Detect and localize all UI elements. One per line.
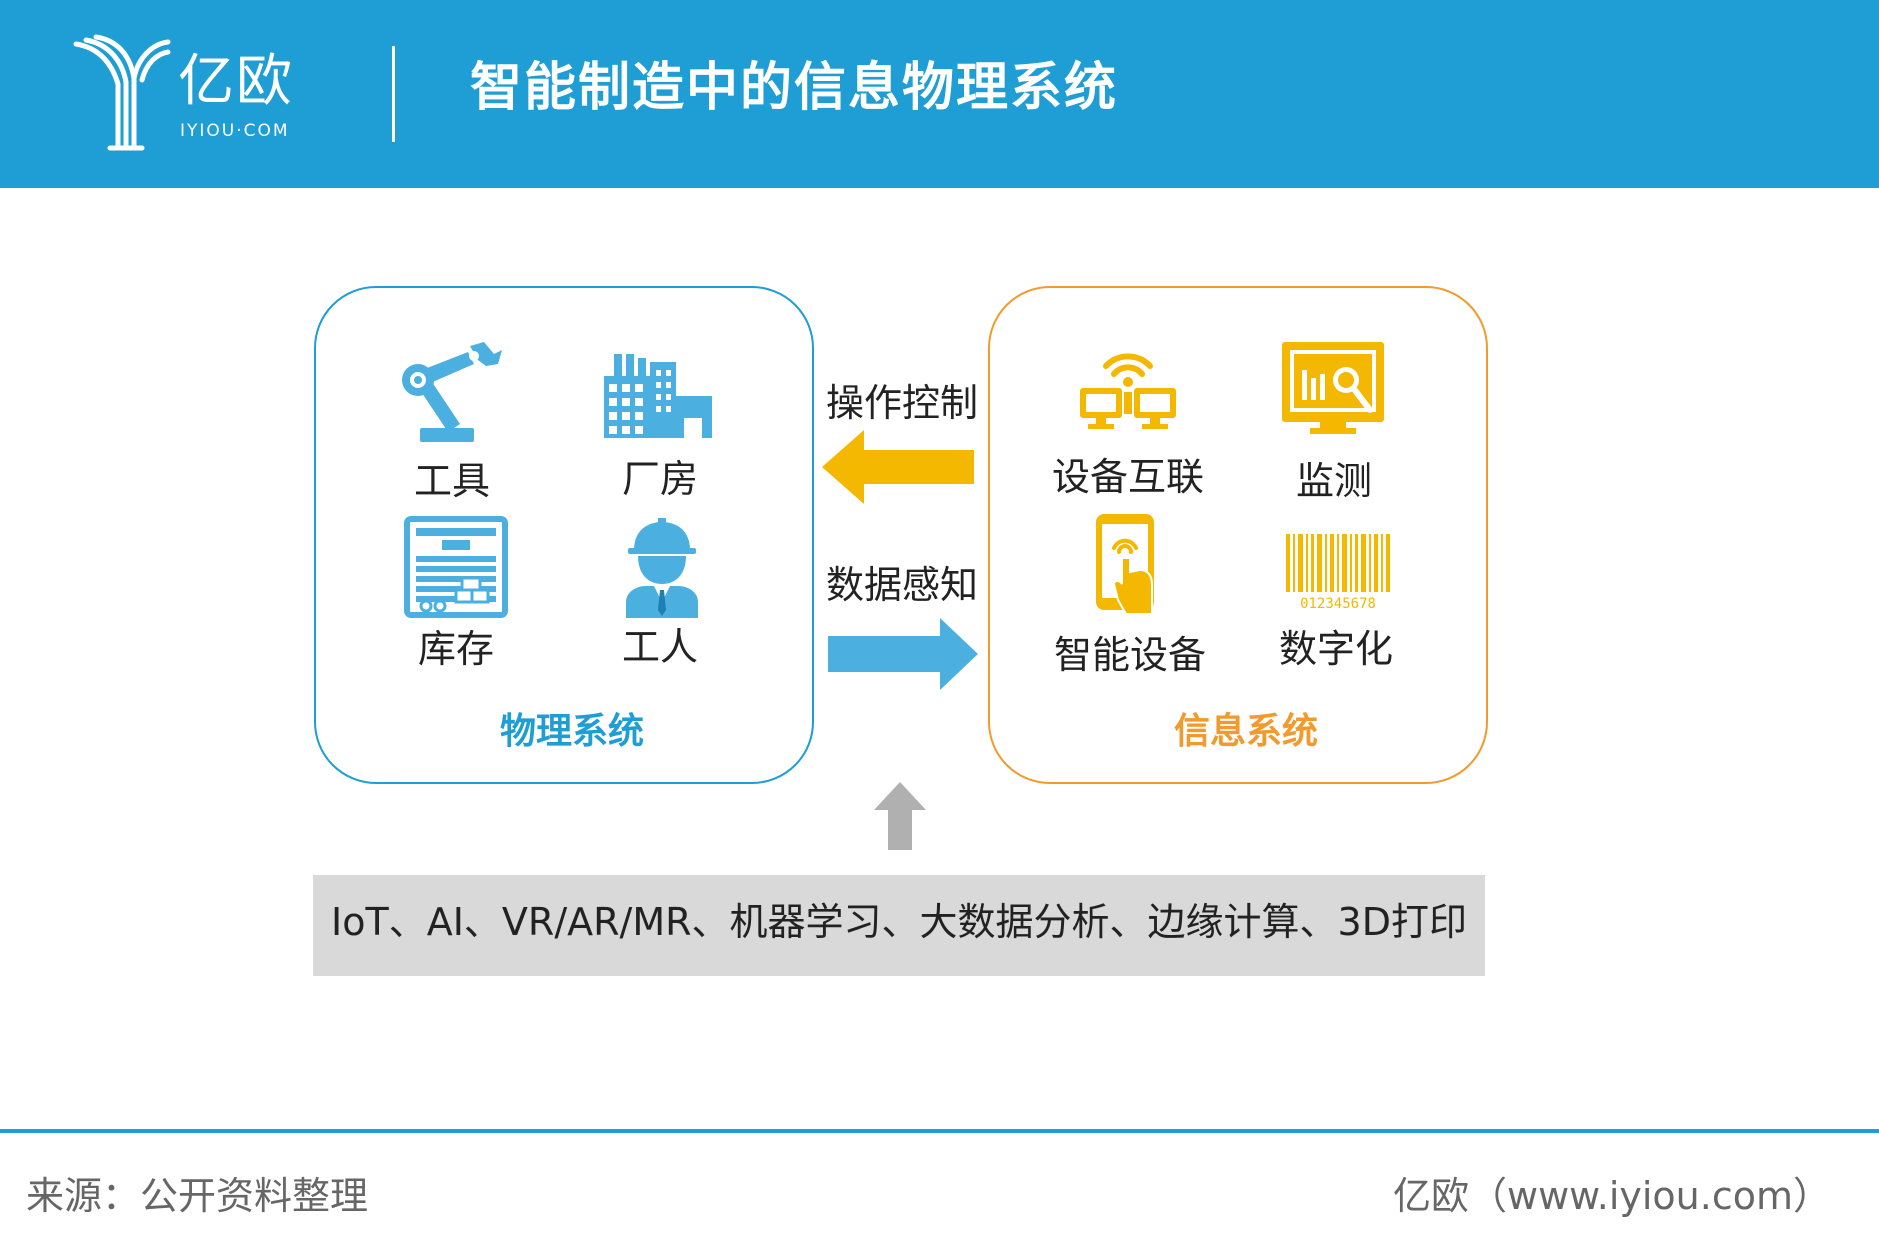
- physical-item-tools-label: 工具: [413, 459, 490, 503]
- info-item-interconnect-label: 设备互联: [1051, 455, 1204, 499]
- worker-icon: [626, 518, 698, 618]
- physical-item-inventory-label: 库存: [417, 627, 494, 671]
- tech-bar-text: IoT、AI、VR/AR/MR、机器学习、大数据分析、边缘计算、3D打印: [331, 900, 1467, 944]
- logo-text: 亿欧: [178, 49, 294, 114]
- monitor-icon: [1282, 342, 1384, 434]
- control-arrow-label: 操作控制: [826, 381, 979, 425]
- barcode-digits: 012345678: [1300, 596, 1376, 610]
- warehouse-icon: [404, 516, 508, 618]
- footer-source: 来源：公开资料整理: [26, 1174, 369, 1218]
- info-item-digitization-label: 数字化: [1278, 627, 1393, 671]
- physical-item-worker-label: 工人: [621, 625, 698, 669]
- tech-bar: [313, 875, 1485, 976]
- footer-brand: 亿欧（www.iyiou.com）: [1392, 1174, 1831, 1218]
- logo-mark-icon: [73, 34, 171, 151]
- control-arrow-left-icon: [822, 430, 974, 504]
- sensing-arrow-label: 数据感知: [826, 563, 979, 607]
- robot-arm-icon: [402, 342, 502, 442]
- info-item-monitoring-label: 监测: [1295, 459, 1372, 503]
- physical-system-title: 物理系统: [499, 711, 644, 752]
- logo-subtext: IYIOU·COM: [180, 121, 290, 141]
- footer-divider: [0, 1129, 1879, 1133]
- physical-item-factory-label: 厂房: [621, 457, 698, 501]
- up-arrow-icon: [874, 782, 926, 850]
- page-title: 智能制造中的信息物理系统: [470, 58, 1119, 118]
- info-system-box: [988, 286, 1488, 784]
- connected-devices-icon: [1080, 353, 1176, 429]
- header-divider: [392, 46, 395, 142]
- smart-phone-icon: [1096, 514, 1154, 615]
- info-system-title: 信息系统: [1173, 711, 1318, 752]
- barcode-icon: 012345678: [1286, 534, 1390, 610]
- physical-system-box: [314, 286, 814, 784]
- header-bar: [0, 0, 1879, 188]
- factory-icon: [604, 354, 712, 438]
- sensing-arrow-right-icon: [828, 618, 978, 690]
- info-item-smart-device-label: 智能设备: [1053, 633, 1206, 677]
